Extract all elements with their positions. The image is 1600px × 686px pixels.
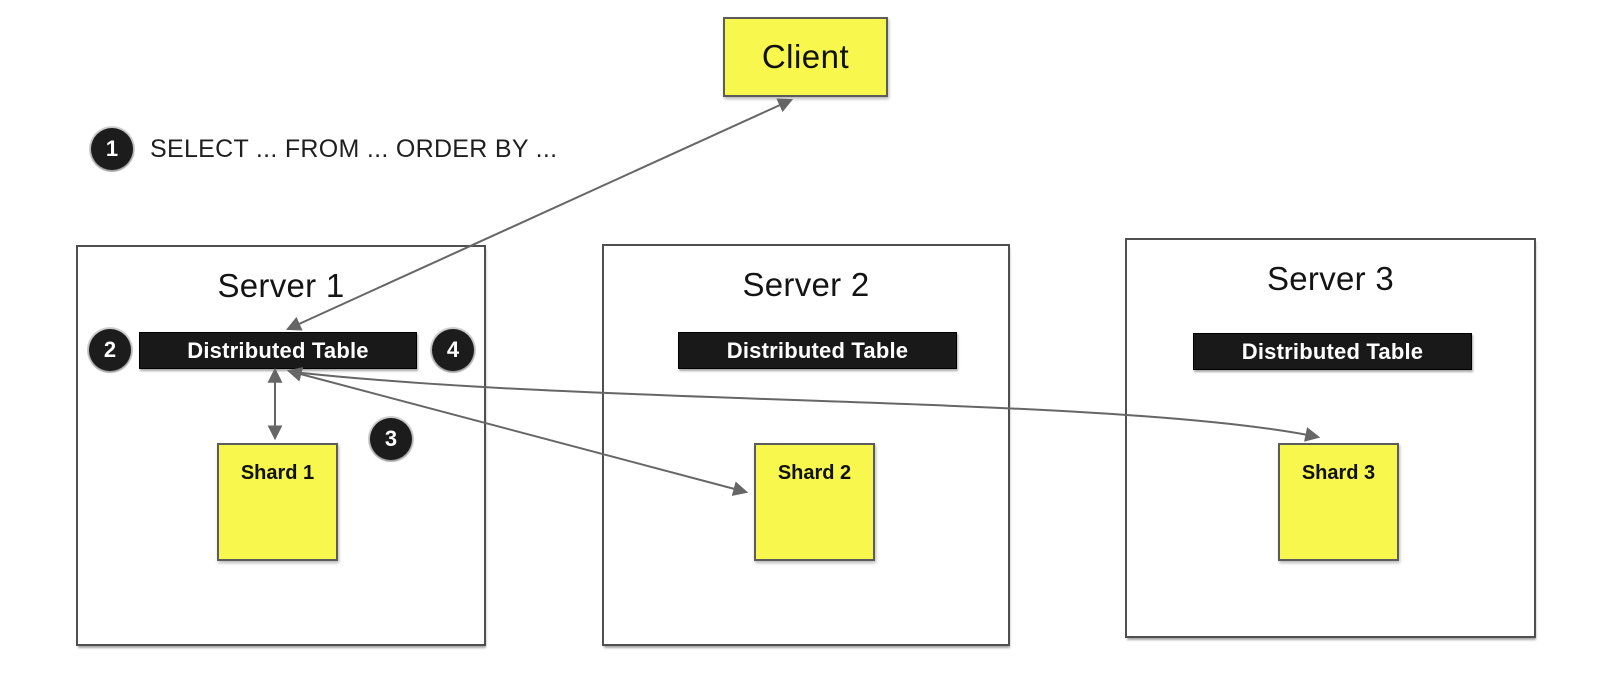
server-2-title: Server 2	[742, 266, 870, 303]
client-node: Client	[723, 17, 888, 97]
step-badge-4-number: 4	[446, 337, 460, 362]
server-3-title: Server 3	[1266, 260, 1395, 297]
query-text: SELECT ... FROM ... ORDER BY ...	[150, 134, 558, 163]
server-1-shard-node: Shard 1	[217, 443, 338, 561]
server-3-distributed-table: Distributed Table	[1193, 333, 1472, 370]
step-badge-4: 4	[432, 329, 474, 371]
server-3-shard-label: Shard 3	[1301, 462, 1376, 484]
step-badge-2-number: 2	[103, 337, 117, 362]
server-2-distributed-table-label: Distributed Table	[726, 337, 909, 363]
step-badge-3: 3	[370, 418, 412, 460]
server-2-box: Server 2 Distributed Table Shard 2	[602, 244, 1010, 646]
server-3-box: Server 3 Distributed Table Shard 3	[1125, 238, 1536, 638]
client-label: Client	[761, 38, 850, 75]
server-3-distributed-table-label: Distributed Table	[1241, 338, 1424, 364]
server-3-shard-node: Shard 3	[1278, 443, 1399, 561]
server-1-shard-label: Shard 1	[240, 462, 315, 484]
query-annotation: 1 SELECT ... FROM ... ORDER BY ...	[91, 128, 557, 170]
server-1-distributed-table-label: Distributed Table	[187, 337, 369, 363]
step-badge-1-number: 1	[105, 136, 119, 161]
server-2-shard-label: Shard 2	[777, 462, 852, 484]
step-badge-2: 2	[89, 329, 131, 371]
server-2-distributed-table: Distributed Table	[678, 332, 957, 369]
step-badge-1: 1	[91, 128, 133, 170]
server-2-shard-node: Shard 2	[754, 443, 875, 561]
server-1-distributed-table: Distributed Table	[139, 332, 417, 369]
step-badge-3-number: 3	[384, 426, 398, 451]
server-1-title: Server 1	[217, 267, 345, 304]
server-1-box: Server 1 Distributed Table 2 4 3 Shard 1	[76, 245, 486, 646]
